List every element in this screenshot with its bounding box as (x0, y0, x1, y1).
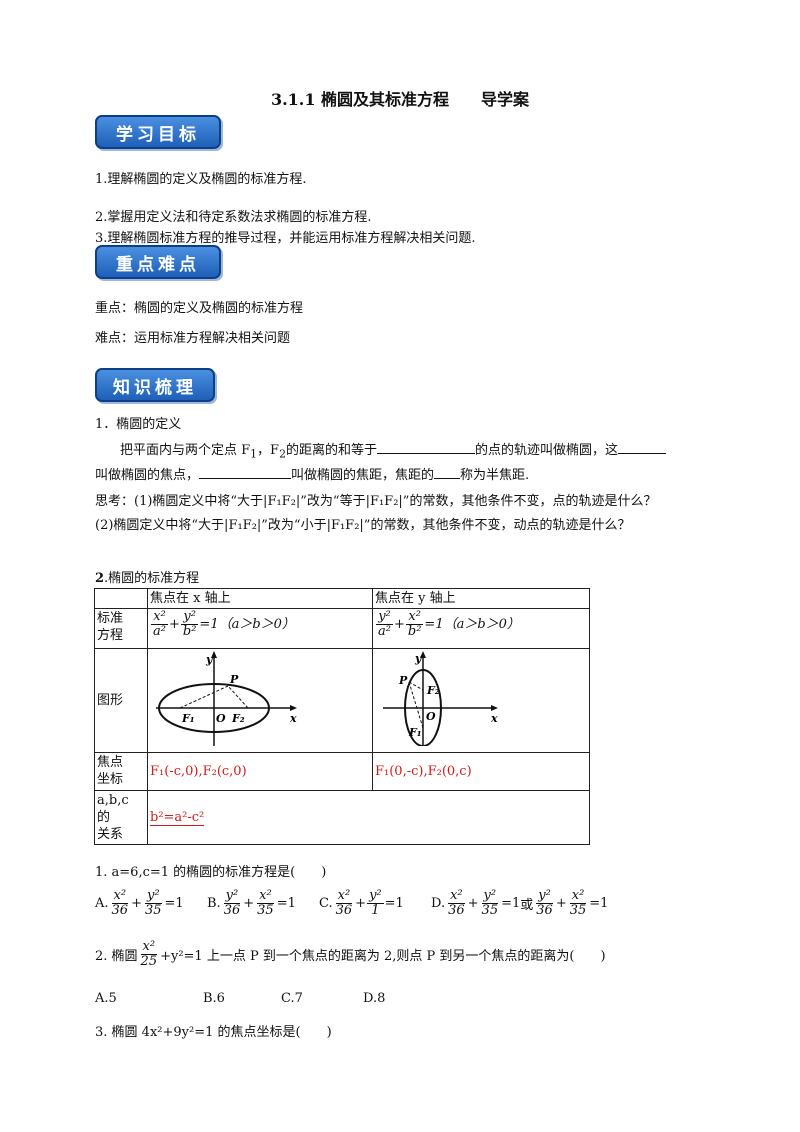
figure-x: y x P O F₁ F₂ (147, 648, 373, 753)
q2-option-b[interactable]: B.6 (203, 991, 225, 1006)
question-3: 3. 椭圆 4x²+9y²=1 的焦点坐标是( ) (95, 1025, 332, 1040)
svg-text:O: O (426, 710, 436, 723)
question-1: 1. a=6,c=1 的椭圆的标准方程是( ) (95, 865, 327, 880)
section1-heading: 1．椭圆的定义 (95, 417, 182, 432)
row-label-focus: 焦点坐标 (94, 752, 148, 791)
blank-focal-distance[interactable] (199, 466, 292, 479)
section2-heading: 2.椭圆的标准方程 (95, 571, 200, 586)
q2-option-a[interactable]: A.5 (95, 991, 117, 1006)
svg-text:F₁: F₁ (181, 712, 195, 725)
think-question-2: (2)椭圆定义中将“大于|F₁F₂|”改为“小于|F₁F₂|”的常数，其他条件不… (95, 518, 631, 533)
goal-1: 1.理解椭圆的定义及椭圆的标准方程. (95, 172, 307, 187)
blank-sum[interactable] (376, 441, 475, 454)
svg-text:P: P (229, 673, 239, 686)
svg-text:x: x (289, 712, 297, 725)
col-header-x: 焦点在 x 轴上 (147, 588, 373, 609)
svg-text:P: P (398, 674, 408, 687)
focus-coords-y: F₁(0,-c),F₂(0,c) (372, 752, 590, 791)
row-label-relation: a,b,c 的关系 (94, 790, 148, 845)
question-2-options: A.5 B.6 C.7 D.8 (95, 991, 385, 1006)
svg-text:F₁: F₁ (408, 726, 422, 739)
q2-option-d[interactable]: D.8 (363, 991, 386, 1006)
goals-banner: 学习目标 (95, 115, 221, 149)
col-header-y: 焦点在 y 轴上 (372, 588, 590, 609)
row-label-figure: 图形 (94, 648, 148, 753)
ellipse-y-figure: y x P O F₂ F₁ (383, 651, 498, 747)
knowledge-banner: 知识梳理 (95, 368, 215, 402)
svg-text:y: y (205, 653, 214, 666)
blank-points[interactable] (618, 441, 666, 454)
focus-coords-x: F₁(-c,0),F₂(c,0) (147, 752, 373, 791)
figure-y: y x P O F₂ F₁ (372, 648, 590, 753)
q2-option-c[interactable]: C.7 (281, 991, 303, 1006)
row-label-equation: 标准方程 (94, 608, 148, 649)
ellipse-x-figure: y x P O F₁ F₂ (156, 651, 297, 746)
svg-text:x: x (490, 712, 498, 725)
definition-line-1: 把平面内与两个定点 F1，F2的距离的和等于的点的轨迹叫做椭圆，这 (120, 439, 666, 461)
abc-relation: b²=a²-c² (147, 790, 590, 845)
important-point: 重点：椭圆的定义及椭圆的标准方程 (95, 301, 304, 316)
table-corner (94, 588, 148, 609)
blank-half[interactable] (434, 466, 461, 479)
difficult-point: 难点：运用标准方程解决相关问题 (95, 331, 291, 346)
svg-text:y: y (414, 652, 423, 665)
definition-line-2: 叫做椭圆的焦点，叫做椭圆的焦距，焦距的称为半焦距. (95, 466, 530, 483)
page-title: 3.1.1 椭圆及其标准方程 导学案 (270, 90, 530, 109)
think-question-1: 思考：(1)椭圆定义中将“大于|F₁F₂|”改为“等于|F₁F₂|”的常数，其他… (95, 494, 657, 509)
svg-text:F₂: F₂ (426, 684, 440, 697)
goal-2: 2.掌握用定义法和待定系数法求椭圆的标准方程. (95, 210, 372, 225)
svg-text:F₂: F₂ (231, 712, 245, 725)
goal-3: 3.理解椭圆标准方程的推导过程，并能运用标准方程解决相关问题. (95, 231, 476, 246)
svg-text:O: O (216, 712, 226, 725)
key-points-banner: 重点难点 (95, 245, 221, 279)
